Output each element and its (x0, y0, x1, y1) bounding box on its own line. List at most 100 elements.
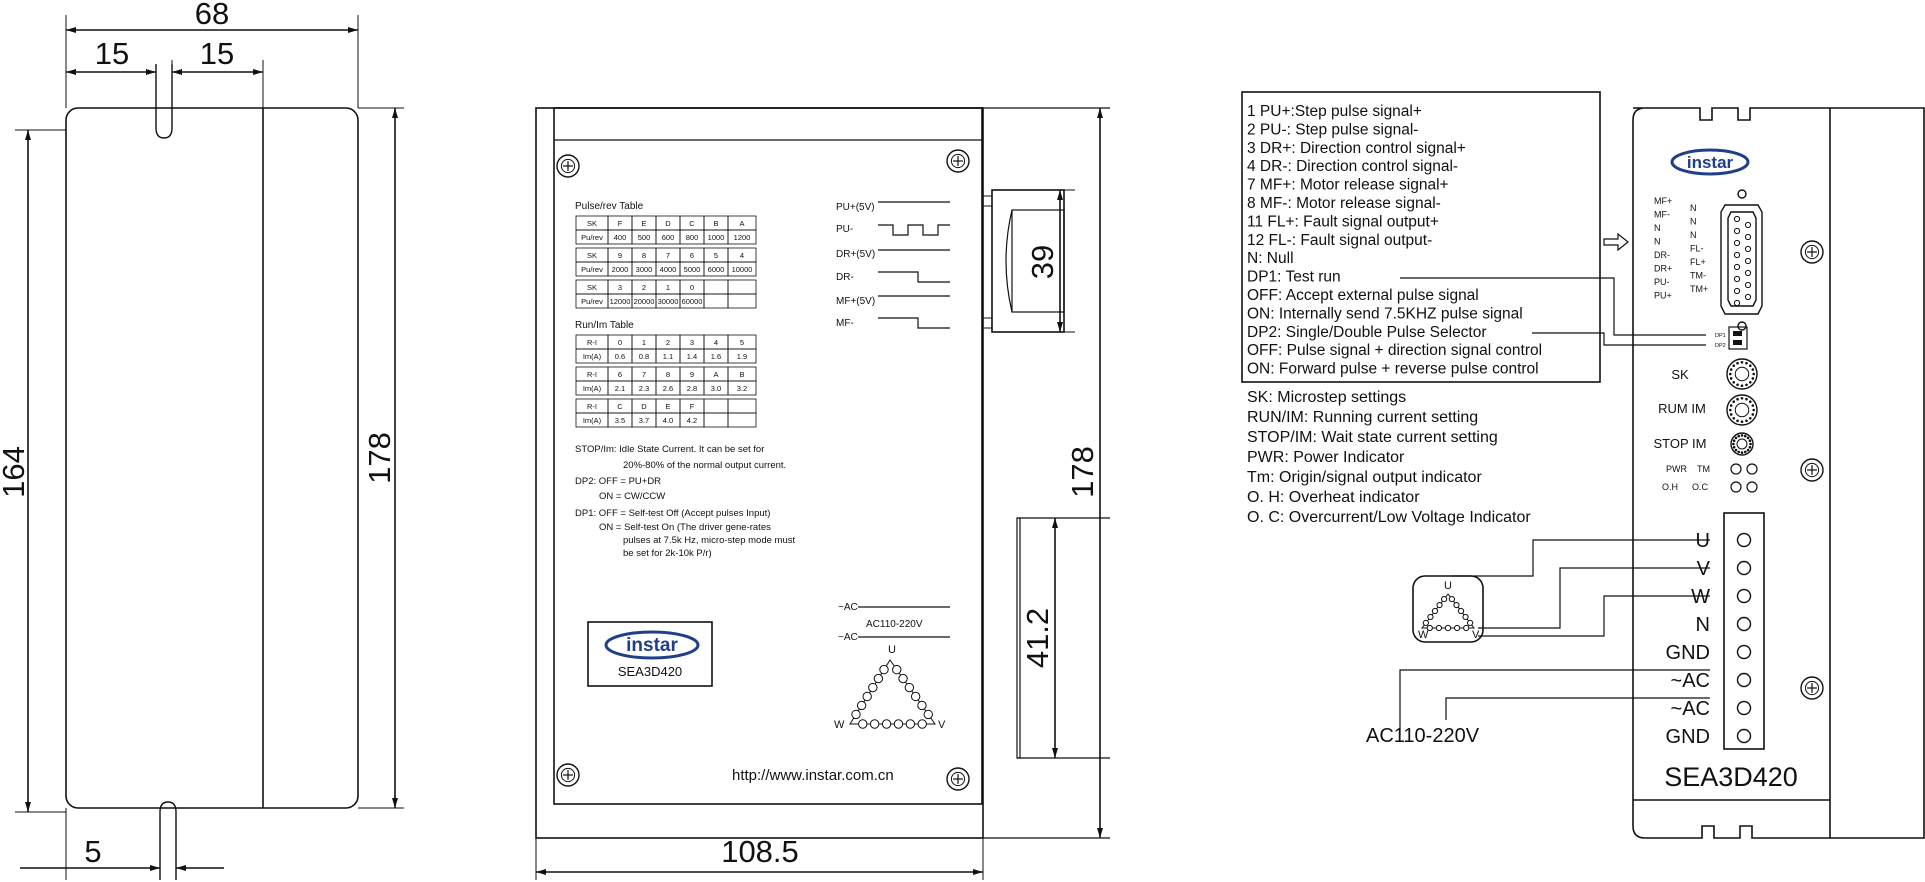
terminal-hole (1736, 700, 1752, 716)
table-cell-text: R-I (587, 402, 597, 411)
dim-178-left-label: 178 (362, 432, 397, 484)
motor-w-label: W (1418, 629, 1429, 641)
table-cell-text: SK (587, 251, 597, 260)
pin-label: PU- (1654, 277, 1670, 287)
coil-turn (1436, 601, 1443, 609)
table-cell-text: 400 (614, 233, 627, 242)
table-cell (703, 279, 729, 295)
coil-turn (898, 673, 908, 684)
table-cell-text: R-I (587, 338, 597, 347)
screw-head (560, 158, 576, 174)
coil-turn (881, 719, 892, 729)
table-cell-text: 5 (714, 251, 718, 260)
table-cell (727, 348, 757, 364)
table-cell-text: 1200 (734, 233, 751, 242)
screw-head (1804, 462, 1820, 478)
knob-tick (1748, 439, 1752, 443)
dim-68-label: 68 (195, 0, 229, 31)
brand-plate (587, 621, 713, 687)
pin-label: FL- (1690, 244, 1704, 254)
coil-turn (923, 709, 933, 720)
legend-line: 1 PU+:Step pulse signal+ (1247, 103, 1422, 120)
screw-icon (1800, 676, 1824, 700)
legend-line: DP2: Single/Double Pulse Selector (1247, 324, 1487, 341)
table-cell-text: 2.8 (687, 384, 697, 393)
knob-tick (1746, 448, 1750, 452)
knob-center (1734, 402, 1750, 418)
legend-line: 2 PU-: Step pulse signal- (1247, 121, 1418, 138)
terminal-strip (1723, 512, 1765, 750)
pin-hole (1733, 239, 1741, 247)
table-cell-text: Im(A) (583, 352, 602, 361)
screw-head (1804, 680, 1820, 696)
table-cell-text: 20000 (634, 297, 655, 306)
delta-triangle (1420, 593, 1476, 629)
table-cell-text: F (690, 402, 695, 411)
terminal-label: W (1691, 586, 1710, 608)
legend-line: ON: Internally send 7.5KHZ pulse signal (1247, 305, 1523, 322)
table-cell-text: 3.0 (711, 384, 721, 393)
knob-tick (1752, 372, 1755, 376)
table-cell-text: E (641, 219, 646, 228)
coil-turn (873, 673, 884, 684)
legend-line: 12 FL-: Fault signal output- (1247, 232, 1432, 249)
pin-label: TM- (1690, 271, 1706, 281)
table-cell-text: 600 (662, 233, 675, 242)
signal-label: PU+(5V) (836, 202, 875, 213)
knob-label-run: RUM IM (1658, 401, 1706, 416)
knob-tick (1740, 451, 1744, 454)
pin-label: DR+ (1654, 264, 1672, 274)
table-cell-text: R-I (587, 370, 597, 379)
pin-label: TM+ (1690, 284, 1708, 294)
table-cell-text: Pu/rev (581, 233, 603, 242)
legend-line: 4 DR-: Direction control signal- (1247, 158, 1458, 175)
brand-logo: instar (626, 635, 678, 656)
knob-tick (1729, 413, 1733, 416)
table-cell-text: SK (587, 283, 597, 292)
table-cell-text: Pu/rev (581, 265, 603, 274)
pulse-rev-table-title: Pulse/rev Table (575, 201, 644, 212)
table-cell-text: 2.1 (615, 384, 625, 393)
table-cell (703, 293, 729, 309)
table-cell-text: F (618, 219, 623, 228)
coil-turn (1427, 613, 1434, 621)
ac-lines (858, 606, 950, 638)
motor-wiring (1399, 539, 1710, 735)
knob-tick (1740, 434, 1744, 437)
pin-label: N (1690, 230, 1697, 240)
coil-turn (910, 691, 921, 702)
coil-turn (917, 719, 927, 729)
knob-tick (1732, 364, 1736, 368)
legend-line: 7 MF+: Motor release signal+ (1247, 177, 1449, 194)
table-cell-text: 0.6 (615, 352, 625, 361)
table-cell-text: D (641, 402, 647, 411)
coil-turn (1422, 619, 1430, 627)
table-cell-text: 4000 (660, 265, 677, 274)
table-cell-text: 800 (686, 233, 699, 242)
leader-arrow-icon (1603, 232, 1629, 252)
legend-line: ON: Forward pulse + reverse pulse contro… (1247, 361, 1539, 378)
front-body-outline (535, 107, 984, 839)
dip-switch-2 (1733, 340, 1742, 345)
screw-head (950, 153, 966, 169)
signal-waveforms: PU+(5V) PU- DR+(5V) DR- MF+(5V) MF- (836, 202, 875, 329)
phase-w-label: W (834, 719, 845, 731)
knob-tick (1745, 361, 1748, 365)
table-cell-text: 1.4 (687, 352, 697, 361)
table-cell-text: 3.2 (737, 384, 747, 393)
db15-pins (1733, 215, 1752, 307)
table-cell-text: 2 (666, 338, 670, 347)
note-line: ON = CW/CCW (599, 491, 665, 502)
table-cell-text: 4.2 (687, 416, 697, 425)
setting-line: O. C: Overcurrent/Low Voltage Indicator (1247, 509, 1531, 526)
pin-hole (1733, 251, 1741, 259)
knob-center (1734, 366, 1750, 382)
pin-hole (1744, 233, 1752, 241)
table-cell (727, 412, 757, 428)
table-cell-text: 7 (642, 370, 646, 379)
front-panel (553, 107, 983, 805)
table-cell-text: 4.0 (663, 416, 673, 425)
legend-line: 8 MF-: Motor release signal- (1247, 195, 1441, 212)
table-cell-text: 3.7 (639, 416, 649, 425)
